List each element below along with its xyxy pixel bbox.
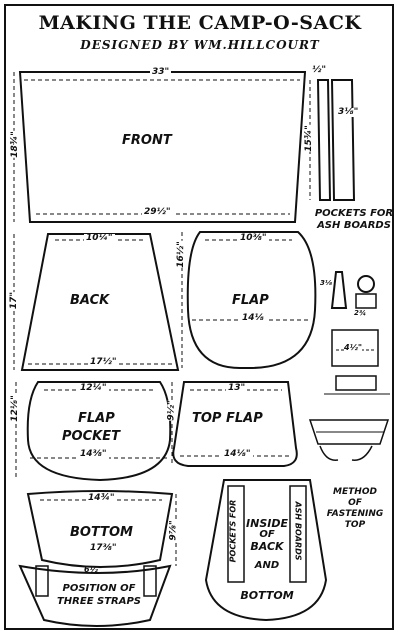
ring-fitting xyxy=(357,275,375,293)
back-label: BACK xyxy=(70,293,110,308)
front-bottom-measure: 29½" xyxy=(142,207,173,217)
top-flap-height-measure: 9½" xyxy=(166,400,177,421)
inside-label-5: BOTTOM xyxy=(240,589,294,602)
fastening-sketch xyxy=(308,419,390,445)
buckle-base xyxy=(355,293,377,309)
flap-pocket-height-measure: 12⅛" xyxy=(9,395,20,422)
inside-pocket-left xyxy=(227,485,245,583)
method-label-4: TOP xyxy=(344,520,366,530)
page-subtitle: DESIGNED BY WM.HILLCOURT xyxy=(80,38,320,52)
front-label: FRONT xyxy=(122,133,172,148)
buckle-measure: 3⅛ xyxy=(320,279,333,287)
back-height-measure: 17" xyxy=(9,291,20,310)
flap-piece xyxy=(186,231,317,369)
inside-label-2: OF xyxy=(259,529,275,540)
pocket-width-measure: 3⅛" xyxy=(338,107,359,117)
top-flap-label: TOP FLAP xyxy=(192,411,263,426)
pocket-square-measure: 4½" xyxy=(344,343,363,352)
back-bottom-measure: 17½" xyxy=(88,357,119,367)
bottom-label: BOTTOM xyxy=(70,525,133,540)
page-frame xyxy=(4,4,394,630)
back-piece xyxy=(20,233,180,371)
flap-top-measure: 10⅜" xyxy=(238,233,269,243)
top-flap-piece xyxy=(172,381,298,467)
inside-label-4: AND xyxy=(254,560,280,571)
ring-measure: 2¾ xyxy=(354,309,367,317)
strap-right xyxy=(143,565,157,597)
top-flap-top-measure: 13" xyxy=(226,383,248,393)
inside-pockets-for: POCKETS FOR xyxy=(228,499,238,563)
front-piece xyxy=(18,71,307,223)
pockets-label: POCKETS FOR ASH BOARDS xyxy=(314,208,394,231)
fastener-plate xyxy=(335,375,377,391)
flap-pocket-label-1: FLAP xyxy=(78,411,115,426)
pocket-strip-right xyxy=(330,79,356,201)
top-flap-bottom-measure: 14⅛" xyxy=(222,449,253,459)
fastening-hook xyxy=(319,445,373,461)
front-height-measure: 18¾" xyxy=(9,131,20,158)
straps-label-1: POSITION OF xyxy=(62,583,136,594)
flap-pocket-label-2: POCKET xyxy=(62,429,120,444)
inside-ash-boards: ASH BOARDS xyxy=(293,501,303,561)
straps-piece xyxy=(18,564,172,627)
pocket-height-measure: 15¾" xyxy=(303,125,314,152)
flap-label: FLAP xyxy=(232,293,269,308)
inside-label-1: INSIDE xyxy=(246,517,288,530)
inside-piece xyxy=(204,479,328,622)
method-label-1: METHOD xyxy=(333,487,377,497)
buckle-tab xyxy=(330,271,348,309)
flap-pocket-top-measure: 12¼" xyxy=(78,383,109,393)
inside-label-3: BACK xyxy=(250,540,284,553)
pocket-square xyxy=(331,329,379,367)
bottom-piece xyxy=(26,490,174,568)
pocket-strip-left xyxy=(316,79,332,201)
back-top-measure: 10¼" xyxy=(84,233,115,243)
method-label-3: FASTENING xyxy=(326,509,384,519)
front-top-measure: 33" xyxy=(150,67,172,77)
bottom-mid-measure: 17⅜" xyxy=(90,543,117,553)
straps-width-measure: 6½" xyxy=(84,565,103,574)
method-label-2: OF xyxy=(348,498,362,508)
straps-label-2: THREE STRAPS xyxy=(56,596,142,607)
bottom-height-measure: 9⅞" xyxy=(168,520,179,541)
flap-mid-measure: 14⅛ xyxy=(240,313,266,323)
flap-pocket-mid-measure: 14⅜" xyxy=(78,449,109,459)
strap-left xyxy=(35,565,49,597)
flap-height-measure: 16½" xyxy=(175,241,186,268)
pocket-top-measure: ½" xyxy=(312,65,327,75)
page-title: MAKING THE CAMP-O-SACK xyxy=(38,12,362,34)
bottom-top-measure: 14¾" xyxy=(86,493,117,503)
inside-pocket-right xyxy=(289,485,307,583)
